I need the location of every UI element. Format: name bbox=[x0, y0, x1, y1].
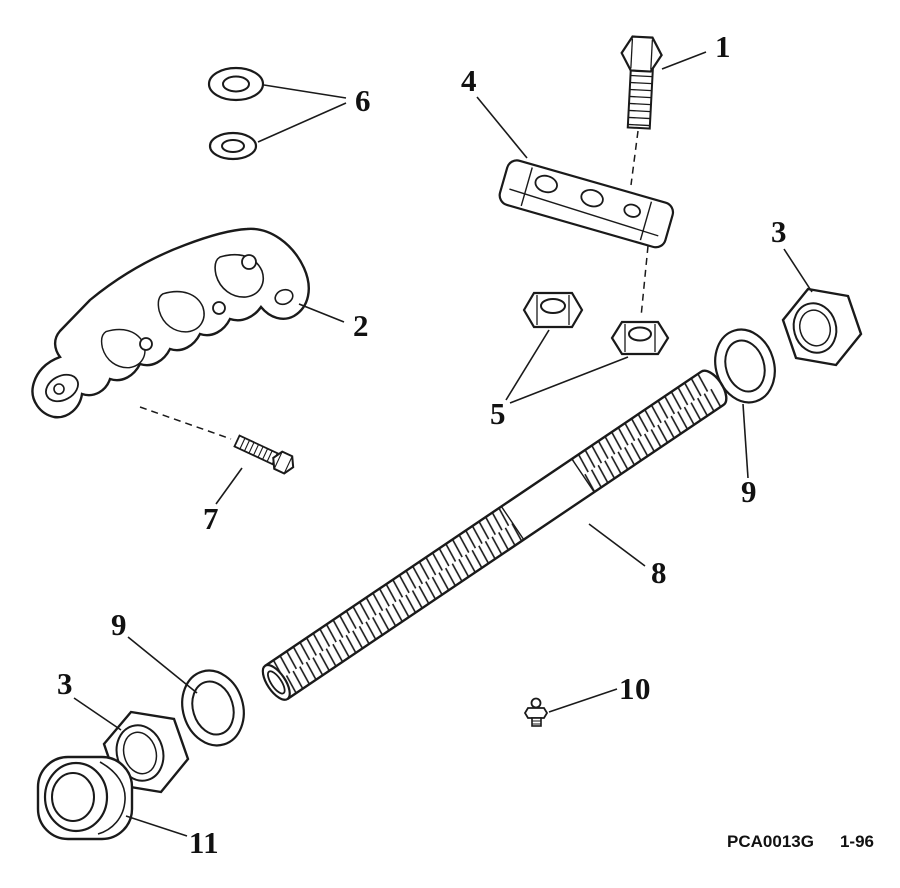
callout-5: 5 bbox=[490, 396, 506, 431]
callout-6: 6 bbox=[355, 83, 371, 118]
callout-11: 11 bbox=[188, 825, 220, 860]
assembly-axis-lines bbox=[139, 130, 649, 440]
nut-pair-icon bbox=[522, 291, 670, 356]
callout-2: 2 bbox=[353, 308, 369, 343]
callout-10: 10 bbox=[619, 671, 651, 706]
bracket-casting-icon bbox=[31, 227, 310, 419]
washer-pair-icon bbox=[207, 66, 265, 161]
grease-fitting-icon bbox=[523, 697, 549, 727]
end-cap-icon bbox=[36, 755, 134, 841]
hex-nut-right-icon bbox=[781, 287, 863, 367]
callout-3-left: 3 bbox=[57, 666, 73, 701]
callout-9-right: 9 bbox=[741, 474, 757, 509]
clamp-block-icon bbox=[498, 159, 675, 249]
bolt-icon bbox=[620, 35, 663, 130]
callout-3-right: 3 bbox=[771, 214, 787, 249]
callout-7: 7 bbox=[203, 501, 219, 536]
callout-1: 1 bbox=[715, 29, 731, 64]
callout-8: 8 bbox=[651, 555, 667, 590]
small-bolt-icon bbox=[233, 434, 295, 475]
footer-code: PCA0013G 1-96 bbox=[727, 832, 874, 852]
hex-nut-left-icon bbox=[102, 710, 190, 794]
callout-4: 4 bbox=[461, 63, 477, 98]
callout-9-left: 9 bbox=[111, 607, 127, 642]
leader-lines bbox=[73, 51, 813, 837]
threaded-rod-icon bbox=[261, 369, 728, 701]
date-code: 1-96 bbox=[839, 832, 874, 851]
washer-left-icon bbox=[181, 669, 245, 747]
drawing-code: PCA0013G bbox=[727, 832, 814, 851]
washer-right-icon bbox=[714, 328, 776, 404]
